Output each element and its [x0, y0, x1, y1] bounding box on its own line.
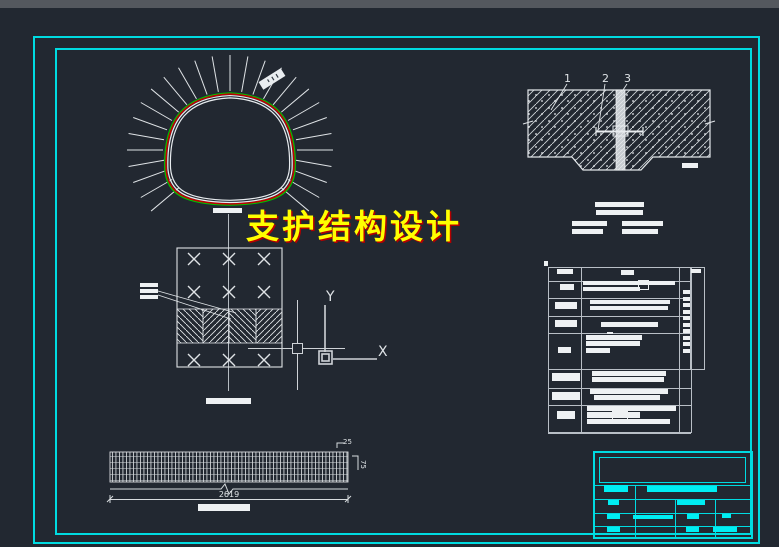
table-row-label [555, 320, 577, 327]
table-cell-text [586, 335, 642, 340]
table-cell-text [590, 389, 668, 394]
mesh-length-dim: 2619 [219, 490, 239, 499]
app-toolbar-edge [0, 0, 779, 8]
titleblock-text [677, 500, 705, 505]
crosshair-cursor[interactable] [248, 300, 345, 390]
dimension-2619 [106, 495, 352, 503]
table-mark-square [683, 310, 690, 314]
table-cell-text [587, 406, 676, 411]
ucs-y-label: Y [325, 289, 335, 305]
table-cell-text [583, 281, 675, 285]
table-row-label [555, 302, 577, 309]
ucs-icon [318, 305, 377, 365]
callout-2: 2 [602, 72, 609, 85]
table-header-bar [621, 270, 634, 275]
steel-mesh-detail [106, 442, 359, 503]
bolt-tag [258, 68, 286, 90]
text-bars [198, 202, 663, 511]
table-cell-text [601, 322, 658, 327]
table-header-bar [691, 269, 701, 273]
titleblock-text [686, 527, 699, 532]
table-row-label [552, 392, 580, 400]
table-mark-square [683, 342, 690, 346]
title-block [593, 451, 753, 539]
table-bottom-double-line [548, 433, 691, 434]
drawing-title: 支护结构设计 [246, 207, 462, 246]
table-cell-text [586, 341, 640, 346]
titleblock-text [608, 500, 619, 505]
bolt-x-marks [187, 252, 271, 367]
table-cell-text [590, 300, 670, 304]
table-row-label [558, 347, 571, 353]
ucs-x-label: X [378, 344, 388, 360]
titleblock-text [604, 485, 628, 492]
legend-table-rightcol [690, 267, 705, 370]
table-row-label [557, 411, 575, 419]
table-mark-square [683, 297, 690, 301]
lining-section-detail [522, 83, 716, 171]
drawing-frame-outer [33, 36, 760, 544]
titleblock-text [607, 527, 620, 532]
table-cell-text [586, 348, 610, 353]
table-cell-text [590, 306, 668, 310]
table-cell-text [592, 371, 666, 376]
table-mark-square [683, 316, 690, 320]
bolt-layout-plan [140, 247, 283, 368]
table-row-label [560, 284, 574, 290]
table-mark-square [683, 323, 690, 327]
drawing-frame-inner [55, 48, 752, 535]
table-cell-text [587, 412, 640, 418]
table-cell-text [587, 419, 670, 424]
waterstop-bar [595, 125, 644, 137]
joint-filler-strip [615, 89, 626, 171]
titleblock-text [713, 527, 737, 532]
table-mark-square [683, 349, 690, 353]
table-mark-square [683, 336, 690, 340]
table-mark-square [683, 303, 690, 307]
table-mark-square [683, 290, 690, 294]
table-cell-symbol [638, 280, 649, 290]
titleblock-text [647, 486, 717, 492]
table-cell-text [607, 332, 613, 334]
table-mark-square [683, 329, 690, 333]
table-header-bar [557, 269, 573, 274]
mesh-top-dim: 25 [343, 438, 352, 446]
tunnel-cross-section [127, 55, 333, 212]
table-row-label [552, 373, 580, 381]
callout-3: 3 [624, 72, 631, 85]
table-cell-text [583, 287, 640, 291]
titleblock-text [722, 514, 731, 518]
titleblock-text [687, 514, 699, 519]
titleblock-text [633, 515, 673, 519]
table-cell-text [592, 377, 664, 382]
titleblock-text [607, 514, 620, 519]
mesh-side-dim: 75 [359, 460, 367, 469]
callout-1: 1 [564, 72, 571, 85]
table-cell-text [594, 395, 660, 400]
rock-bolt-lines [127, 55, 333, 212]
